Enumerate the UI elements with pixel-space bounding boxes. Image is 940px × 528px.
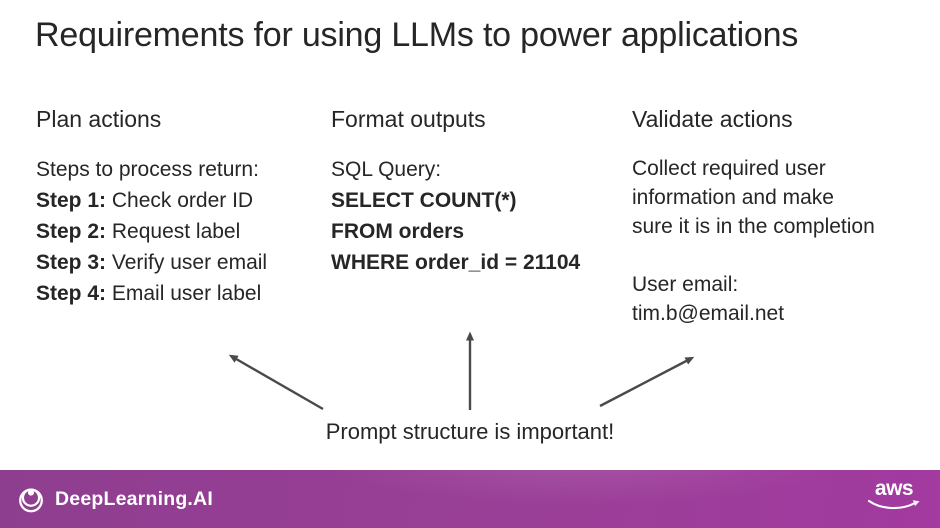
footer-bar: DeepLearning.AI aws (0, 470, 940, 528)
slide-title: Requirements for using LLMs to power app… (35, 16, 799, 54)
aws-brand: aws (866, 477, 922, 512)
arrow-right-icon (599, 356, 695, 408)
paragraph-line: information and make (632, 186, 834, 209)
step-text: Check order ID (111, 189, 254, 212)
paragraph-line: sure it is in the completion (632, 215, 875, 238)
step-text: Email user label (111, 282, 262, 305)
step-label: Step 3: (36, 251, 107, 274)
arrow-left-icon (228, 354, 324, 411)
step-line: Step 4: Email user label (36, 278, 321, 309)
sql-code-line: FROM orders (331, 220, 465, 243)
aws-wordmark: aws (874, 477, 914, 500)
sql-code-line: WHERE order_id = 21104 (331, 251, 581, 274)
column-heading-validate-actions: Validate actions (632, 106, 793, 132)
user-email-label: User email: (632, 273, 739, 296)
paragraph-line: Collect required user (632, 157, 826, 180)
user-email-value: tim.b@email.net (632, 302, 785, 325)
step-line: Step 2: Request label (36, 216, 321, 247)
sql-intro-line: SQL Query: (331, 158, 442, 181)
plan-actions-body: Steps to process return: Step 1: Check o… (36, 154, 321, 309)
sql-code-line: SELECT COUNT(*) (331, 189, 517, 212)
deeplearning-logo-icon (19, 488, 43, 513)
step-text: Request label (111, 220, 241, 243)
step-label: Step 4: (36, 282, 107, 305)
aws-smile-icon (867, 499, 920, 510)
column-validate-actions: Validate actions Collect required user i… (632, 106, 912, 328)
column-heading-format-outputs: Format outputs (331, 106, 486, 132)
column-heading-plan-actions: Plan actions (36, 106, 162, 132)
column-format-outputs: Format outputs SQL Query: SELECT COUNT(*… (331, 106, 626, 278)
step-label: Step 1: (36, 189, 107, 212)
deeplearning-brand: DeepLearning.AI (16, 470, 213, 528)
user-email-block: User email: tim.b@email.net (632, 270, 912, 328)
step-label: Step 2: (36, 220, 107, 243)
step-text: Verify user email (111, 251, 268, 274)
format-outputs-body: SQL Query: SELECT COUNT(*) FROM orders W… (331, 154, 626, 278)
validate-actions-body: Collect required user information and ma… (632, 154, 912, 328)
column-plan-actions: Plan actions Steps to process return: St… (36, 106, 321, 309)
plan-intro-line: Steps to process return: (36, 158, 259, 181)
step-line: Step 1: Check order ID (36, 185, 321, 216)
step-line: Step 3: Verify user email (36, 247, 321, 278)
brand-name: DeepLearning.AI (55, 487, 213, 510)
callout-text: Prompt structure is important! (325, 419, 615, 444)
